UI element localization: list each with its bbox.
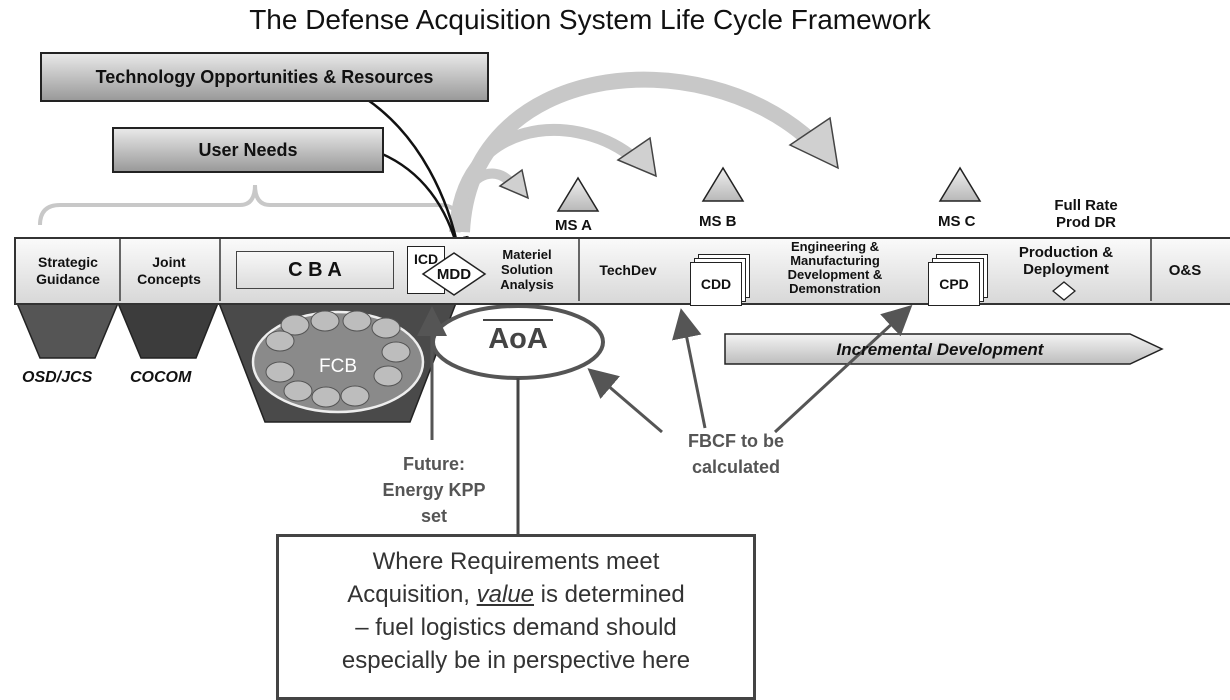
fbcf-label: FBCF to be calculated — [688, 431, 784, 477]
cdd-document: CDD — [690, 262, 742, 306]
full-rate-prod-dr-label: Full Rate Prod DR — [1054, 197, 1118, 231]
curve-arrow-large-head — [788, 116, 839, 170]
production-deployment-label: Production & Deployment — [1018, 244, 1114, 278]
materiel-solution-analysis-label: Materiel Solution Analysis — [500, 247, 554, 292]
ms-a-triangle — [556, 176, 600, 212]
callout-line: – fuel logistics demand should — [355, 614, 677, 641]
curve-arrow-mid-head — [616, 136, 657, 178]
incremental-development-label: Incremental Development — [836, 340, 1044, 359]
ms-b-triangle — [701, 166, 745, 202]
divider — [119, 239, 121, 301]
callout-line: especially be in perspective here — [341, 647, 691, 674]
aoa-overline — [483, 319, 553, 321]
value-emphasis: value — [476, 581, 535, 608]
callout-line: Where Requirements meet — [372, 548, 660, 575]
divider — [578, 239, 580, 301]
requirements-callout: Where Requirements meet Acquisition, val… — [276, 534, 756, 700]
fcb-member-circles — [265, 310, 411, 408]
cocom-label: COCOM — [130, 369, 192, 386]
life-cycle-bar — [14, 237, 1230, 305]
cocom-trapezoid — [116, 302, 220, 359]
tech-to-mdd-arrow — [364, 96, 469, 263]
mdd-label: MDD — [436, 266, 472, 283]
techdev-label: TechDev — [599, 262, 657, 278]
cba-box: C B A — [236, 251, 394, 289]
osd-jcs-label: OSD/JCS — [22, 369, 93, 386]
ms-c-triangle — [938, 166, 982, 202]
aoa-label: AoA — [488, 323, 548, 355]
mdd-diamond — [421, 252, 487, 296]
emd-label: Engineering & Manufacturing Development … — [787, 239, 883, 296]
curve-arrow-small-head — [498, 168, 530, 200]
fbcf-to-cpd-arrow — [773, 304, 913, 434]
cpd-document: CPD — [928, 262, 980, 306]
divider — [1150, 239, 1152, 301]
ms-c-label: MS C — [938, 213, 976, 230]
frp-diamond — [1052, 281, 1076, 301]
fbcf-to-cdd-arrow — [672, 308, 707, 429]
user-needs-box: User Needs — [112, 127, 384, 173]
divider — [219, 239, 221, 301]
future-energy-kpp-label: Future: Energy KPP set — [382, 454, 486, 526]
osd-trapezoid — [15, 302, 120, 359]
joint-concepts-label: Joint Concepts — [137, 254, 201, 287]
ms-b-label: MS B — [699, 213, 737, 230]
diagram-title: The Defense Acquisition System Life Cycl… — [249, 4, 931, 35]
user-needs-brace — [38, 184, 460, 226]
curve-arrow-small — [450, 168, 514, 233]
technology-opportunities-box: Technology Opportunities & Resources — [40, 52, 489, 102]
callout-line: Acquisition, value is determined — [347, 581, 685, 608]
incremental-arrow-shape — [724, 333, 1164, 365]
ms-a-label: MS A — [555, 217, 592, 234]
os-label: O&S — [1168, 262, 1202, 279]
fbcf-to-aoa-arrow — [587, 368, 663, 434]
strategic-guidance-label: Strategic Guidance — [36, 254, 100, 287]
fcb-label: FCB — [319, 356, 357, 377]
